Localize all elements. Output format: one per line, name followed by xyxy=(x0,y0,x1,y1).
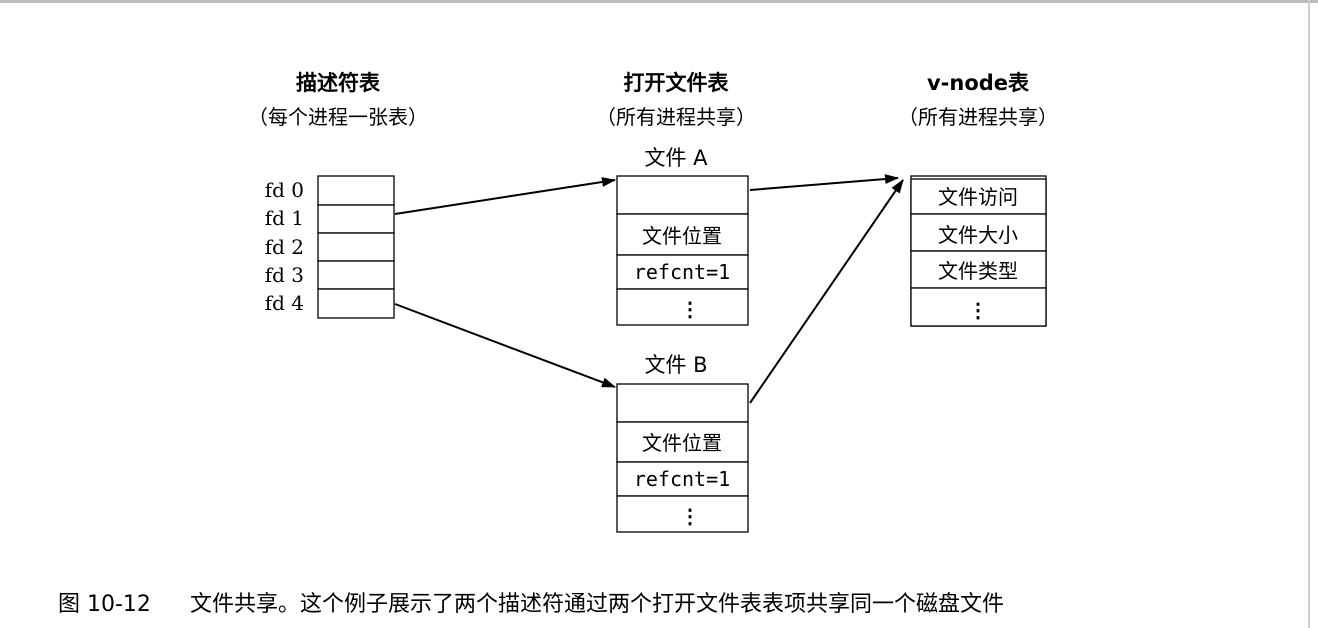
fd3-cell xyxy=(317,260,395,290)
file-b-top-cell xyxy=(616,383,749,423)
file-a-more-cell xyxy=(616,288,749,326)
arrow-file-a-to-vnode xyxy=(749,174,899,191)
figure-caption: 文件共享。这个例子展示了两个描述符通过两个打开文件表表项共享同一个磁盘文件 xyxy=(190,592,1004,617)
fd2-cell xyxy=(317,232,395,262)
file-b-refcnt-cell xyxy=(616,461,749,497)
arrow-fd1-to-file-a xyxy=(394,177,616,215)
file-b-position: 文件位置 xyxy=(642,431,722,455)
file-a-position: 文件位置 xyxy=(642,224,722,248)
file-b-more: ⋮ xyxy=(680,504,700,528)
file-b-position-cell xyxy=(616,421,749,463)
fd4-cell xyxy=(317,288,395,319)
fd4-label: fd 4 xyxy=(265,291,304,315)
vnode-table: 文件访问 文件大小 文件类型 ⋮ xyxy=(910,175,1047,327)
fd1-cell xyxy=(317,204,395,234)
fd2-label: fd 2 xyxy=(265,235,304,259)
file-a-label: 文件 A xyxy=(644,146,708,170)
window-right-border xyxy=(1308,0,1310,628)
file-b-label: 文件 B xyxy=(644,353,707,377)
file-a-refcnt: refcnt=1 xyxy=(634,260,730,284)
window-top-border xyxy=(0,0,1318,3)
figure-number: 图 10-12 xyxy=(58,592,151,617)
vnode-access-cell xyxy=(910,178,1047,215)
descriptor-table-title: 描述符表 xyxy=(296,71,381,95)
file-a-position-cell xyxy=(616,213,749,256)
vnode-size-cell xyxy=(910,213,1047,252)
vnode-more-cell xyxy=(910,287,1047,327)
file-b-refcnt: refcnt=1 xyxy=(634,467,730,491)
file-b-more-cell xyxy=(616,495,749,533)
vnode-type-cell xyxy=(910,250,1047,289)
vnode-size: 文件大小 xyxy=(938,223,1018,247)
file-b-entry: 文件 B 文件位置 refcnt=1 ⋮ xyxy=(616,353,749,533)
vnode-table-title: v-node表 xyxy=(927,71,1030,95)
descriptor-table: fd 0 fd 1 fd 2 fd 3 fd 4 xyxy=(265,175,395,319)
fd3-label: fd 3 xyxy=(265,263,304,287)
file-a-more: ⋮ xyxy=(680,297,700,321)
file-a-refcnt-cell xyxy=(616,254,749,290)
fd0-cell xyxy=(317,175,395,206)
fd1-label: fd 1 xyxy=(265,206,304,230)
vnode-table-subtitle: （所有进程共享） xyxy=(898,105,1058,129)
descriptor-table-subtitle: （每个进程一张表） xyxy=(248,105,428,129)
arrow-fd4-to-file-b xyxy=(394,303,616,388)
file-a-top-cell xyxy=(616,175,749,215)
open-file-table-subtitle: （所有进程共享） xyxy=(596,105,756,129)
vnode-type: 文件类型 xyxy=(938,259,1018,283)
vnode-access: 文件访问 xyxy=(938,185,1018,209)
file-a-entry: 文件 A 文件位置 refcnt=1 ⋮ xyxy=(616,146,749,326)
open-file-table-title: 打开文件表 xyxy=(624,71,730,95)
fd0-label: fd 0 xyxy=(265,178,304,202)
vnode-more: ⋮ xyxy=(968,298,988,322)
arrow-file-b-to-vnode xyxy=(749,179,904,404)
